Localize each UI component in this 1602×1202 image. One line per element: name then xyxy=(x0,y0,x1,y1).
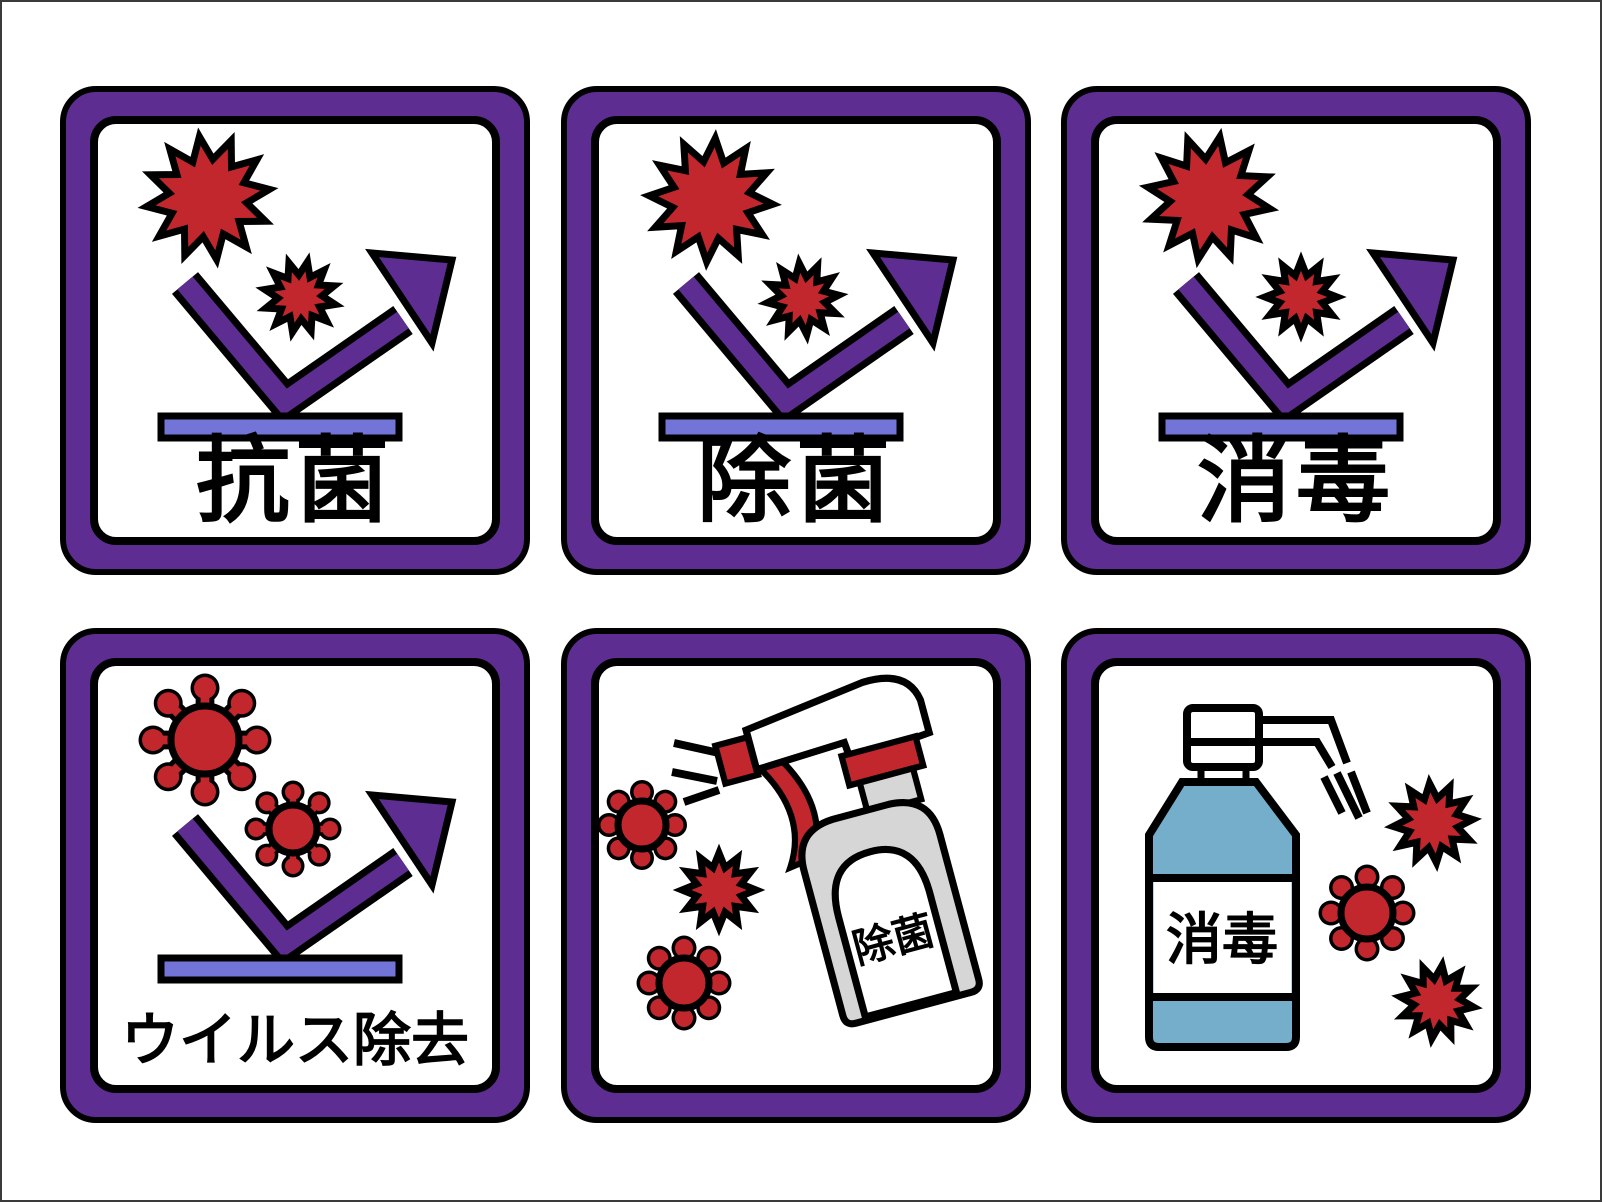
germ-starburst-icon xyxy=(1383,773,1483,873)
card-pump-bottle-panel: 消毒 xyxy=(1091,658,1501,1093)
germ-starburst-icon xyxy=(672,843,766,937)
virus-icon xyxy=(1318,864,1416,962)
card-spray-bottle: 除菌 xyxy=(561,628,1031,1123)
spray-line-icon xyxy=(673,739,720,757)
card-label: 消毒 xyxy=(1196,427,1395,536)
card-pump-bottle: 消毒 xyxy=(1061,628,1531,1123)
arrowhead-icon xyxy=(866,248,958,352)
card-koukin: 抗菌 xyxy=(60,86,530,575)
bottle-label-text: 消毒 xyxy=(1166,908,1278,973)
card-virus-removal: ウイルス除去 xyxy=(60,628,530,1123)
card-jokin-panel: 除菌 xyxy=(591,116,1001,545)
surface-bar-icon xyxy=(157,954,403,984)
bottle-label-panel xyxy=(831,845,961,1022)
spray-line-icon xyxy=(671,768,718,785)
bottle-label-panel xyxy=(1153,878,1292,997)
pump-bottle-pictogram: 消毒 xyxy=(1145,704,1483,1051)
spray-line-icon xyxy=(1333,771,1363,820)
spray-bottle-pictogram: 除菌 xyxy=(599,674,983,1031)
card-koukin-panel: 抗菌 xyxy=(90,116,500,545)
bounce-arrow-pictogram xyxy=(1138,127,1458,442)
germ-starburst-large-icon xyxy=(1138,127,1280,269)
card-label: 抗菌 xyxy=(195,427,394,536)
card-shoudoku-panel: 消毒 xyxy=(1091,116,1501,545)
virus-icon xyxy=(636,935,732,1031)
germ-starburst-small-icon xyxy=(1255,251,1347,343)
bounce-band xyxy=(678,276,910,416)
spray-line-icon xyxy=(1320,775,1346,815)
germ-starburst-icon xyxy=(1391,956,1483,1048)
virus-icon xyxy=(599,780,687,870)
card-label: 除菌 xyxy=(696,427,895,536)
pump-head-icon xyxy=(1183,704,1263,771)
spray-line-icon xyxy=(1347,770,1371,815)
bounce-band xyxy=(177,276,409,416)
arrowhead-icon xyxy=(1366,248,1458,352)
germ-starburst-small-icon xyxy=(757,253,849,345)
spout-inner-edge xyxy=(1259,738,1336,770)
trigger-spray-bottle-icon: 除菌 xyxy=(711,674,983,1028)
germ-starburst-small-icon xyxy=(255,252,345,342)
card-label: ウイルス除去 xyxy=(120,1006,469,1074)
surface-bar-icon xyxy=(157,412,403,442)
bounce-arrow-pictogram xyxy=(640,129,958,442)
bounce-band xyxy=(1178,276,1410,416)
bounce-band xyxy=(177,818,409,958)
spout-outer-edge xyxy=(1259,716,1351,765)
card-shoudoku: 消毒 xyxy=(1061,86,1531,575)
bounce-arrow-pictogram xyxy=(138,673,457,984)
card-spray-bottle-panel: 除菌 xyxy=(591,658,1001,1093)
surface-bar-icon xyxy=(658,412,904,442)
virus-small-icon xyxy=(244,780,342,878)
germ-starburst-large-icon xyxy=(137,127,279,269)
arrowhead-icon xyxy=(365,790,457,894)
germ-starburst-large-icon xyxy=(640,129,782,271)
spray-line-icon xyxy=(682,786,721,806)
card-virus-removal-panel: ウイルス除去 xyxy=(90,658,500,1093)
surface-bar-icon xyxy=(1158,412,1404,442)
card-jokin: 除菌 xyxy=(561,86,1031,575)
arrowhead-icon xyxy=(365,248,457,352)
bounce-arrow-pictogram xyxy=(137,127,457,442)
virus-large-icon xyxy=(138,673,272,807)
